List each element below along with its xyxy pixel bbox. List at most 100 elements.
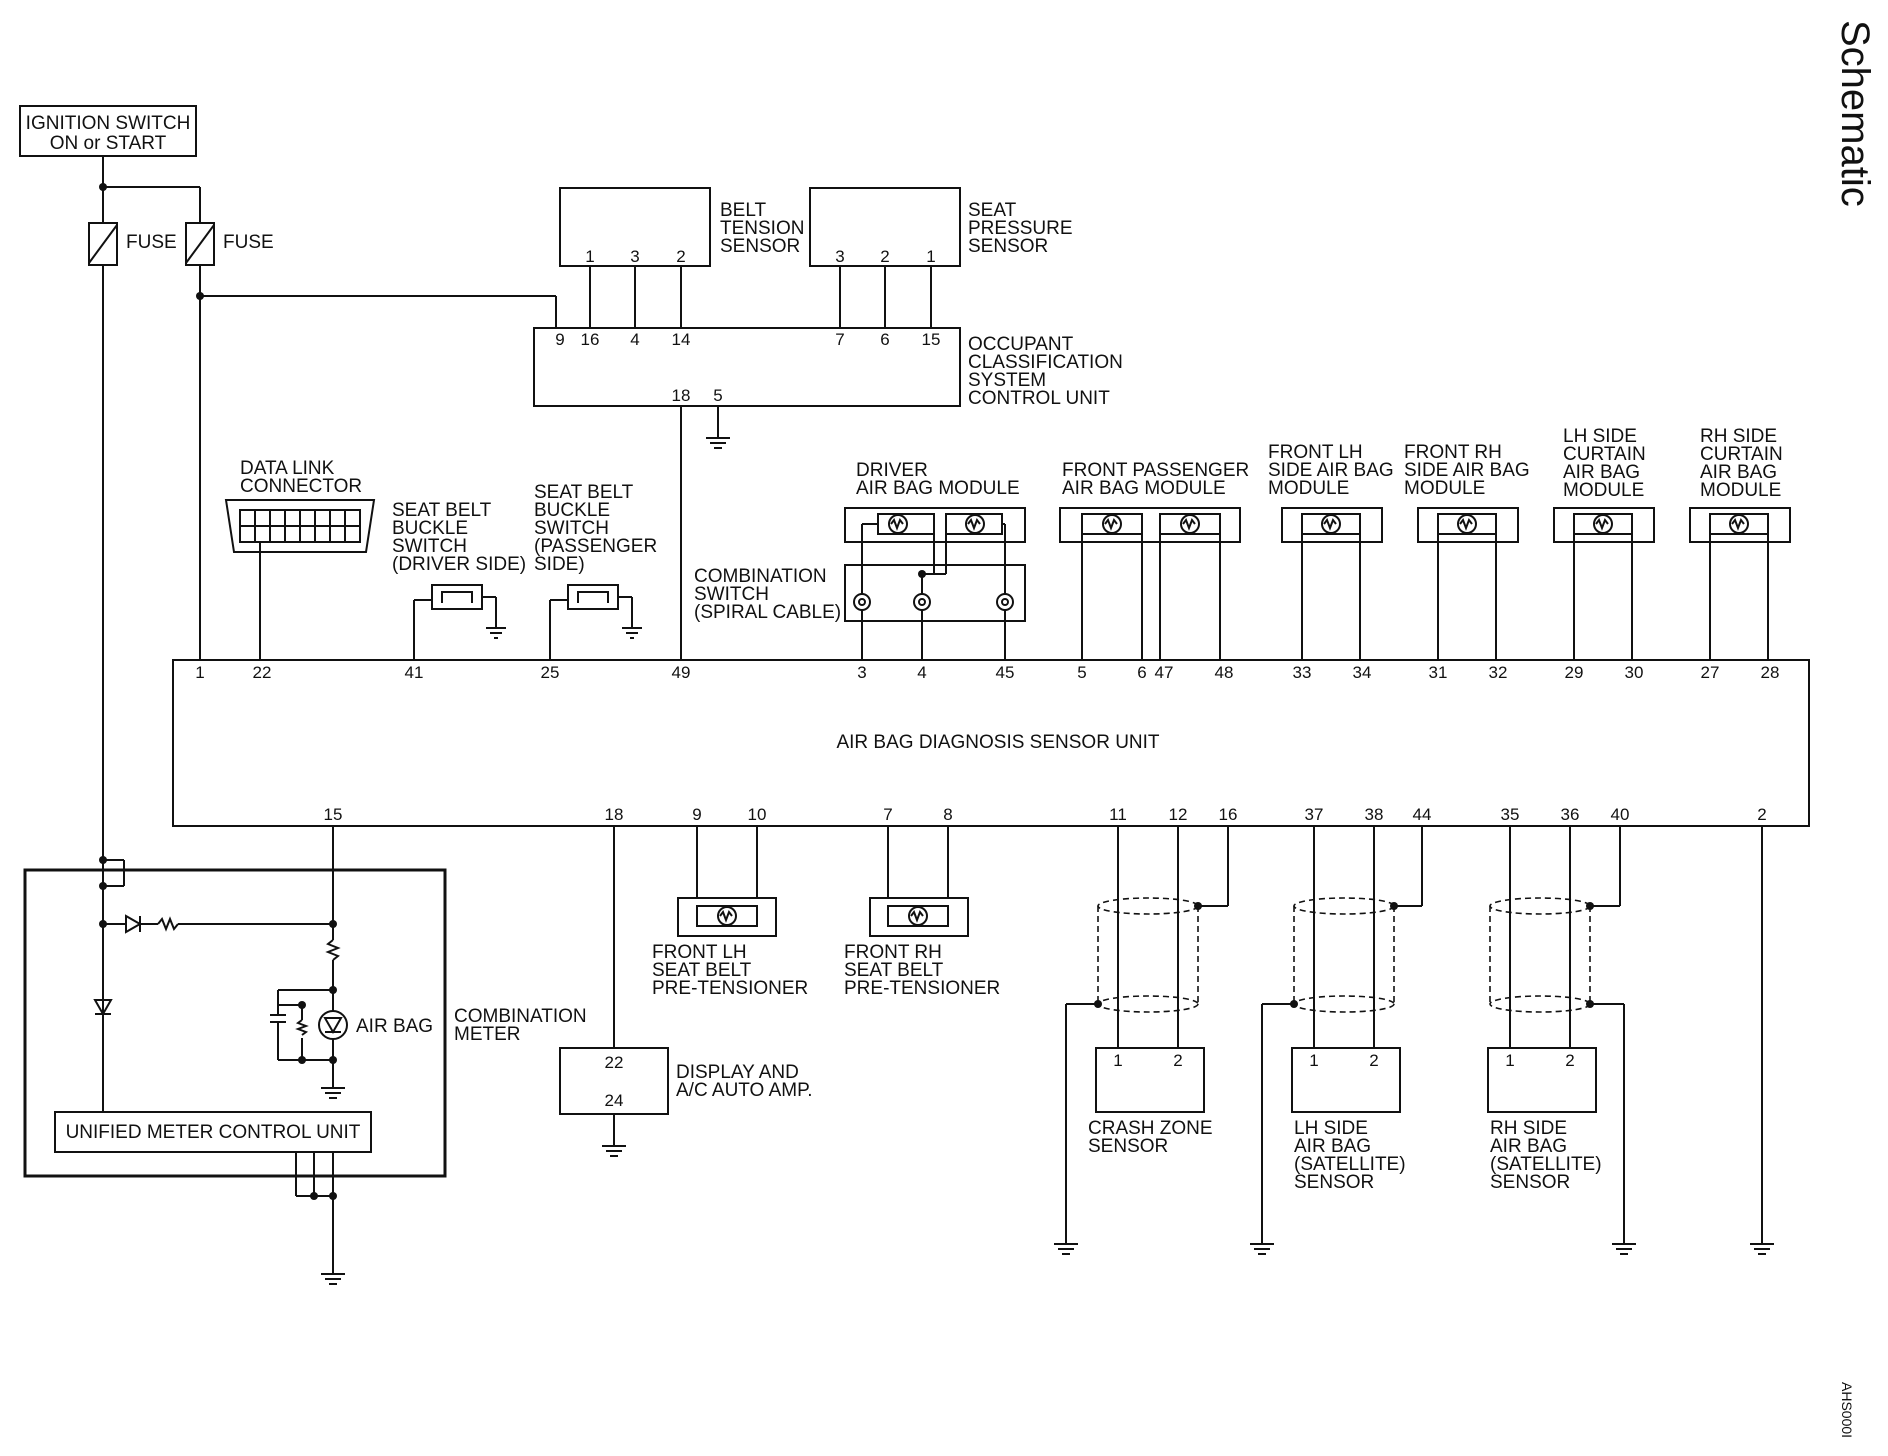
driver-airbag-label-2: AIR BAG MODULE: [856, 478, 1020, 499]
front-lh-pretensioner-label-2: SEAT BELT: [652, 960, 752, 981]
lh-curtain-label-2: CURTAIN: [1563, 444, 1646, 465]
page-title: Schematic: [1833, 20, 1877, 207]
buckle-passenger-label-5: SIDE): [534, 554, 585, 575]
ignition-switch-label: IGNITION SWITCH: [26, 113, 191, 134]
ground-symbol: [321, 1273, 345, 1285]
pin-number: 22: [253, 663, 272, 682]
pin-number: 16: [581, 330, 600, 349]
pin-number: 1: [1309, 1051, 1318, 1070]
front-rh-side-airbag-module: FRONT RH SIDE AIR BAG MODULE: [1404, 442, 1530, 543]
rh-satellite-label-2: AIR BAG: [1490, 1136, 1567, 1157]
pin-number: 2: [1369, 1051, 1378, 1070]
crash-zone-label-1: CRASH ZONE: [1088, 1118, 1213, 1139]
crash-zone-sensor: 1 2 CRASH ZONE SENSOR: [1088, 1047, 1213, 1157]
pin-number: 15: [922, 330, 941, 349]
pin-number: 9: [555, 330, 564, 349]
fuse-1: FUSE: [88, 222, 177, 266]
pin-number: 3: [630, 247, 639, 266]
seat-pressure-label-1: SEAT: [968, 200, 1017, 221]
buckle-passenger-label-2: BUCKLE: [534, 500, 610, 521]
lh-satellite-label-2: AIR BAG: [1294, 1136, 1371, 1157]
pin-number: 18: [672, 386, 691, 405]
pin-number: 10: [748, 805, 767, 824]
front-lh-side-airbag-module: FRONT LH SIDE AIR BAG MODULE: [1268, 442, 1394, 543]
ground-symbol: [1054, 1243, 1078, 1255]
rh-satellite-label-1: RH SIDE: [1490, 1118, 1567, 1139]
pin-number: 8: [943, 805, 952, 824]
pin-number: 31: [1429, 663, 1448, 682]
rh-curtain-label-2: CURTAIN: [1700, 444, 1783, 465]
data-link-connector: DATA LINK CONNECTOR: [224, 458, 376, 553]
pin-number: 33: [1293, 663, 1312, 682]
lh-satellite-sensor: 1 2 LH SIDE AIR BAG (SATELLITE) SENSOR: [1291, 1047, 1406, 1193]
drawing-id: AHS000I: [1839, 1382, 1855, 1438]
combination-switch-spiral-cable: COMBINATION SWITCH (SPIRAL CABLE): [694, 564, 1026, 623]
belt-tension-label-1: BELT: [720, 200, 767, 221]
display-amp-label-2: A/C AUTO AMP.: [676, 1080, 813, 1101]
buckle-driver-label-2: BUCKLE: [392, 518, 468, 539]
crash-zone-shielded-cable: [1097, 897, 1199, 1013]
pin-number: 3: [857, 663, 866, 682]
belt-tension-label-3: SENSOR: [720, 236, 800, 257]
display-amp-label-1: DISPLAY AND: [676, 1062, 799, 1083]
buckle-switch-passenger: SEAT BELT BUCKLE SWITCH (PASSENGER SIDE): [534, 482, 657, 660]
pin-number: 7: [835, 330, 844, 349]
buckle-passenger-label-3: SWITCH: [534, 518, 609, 539]
ground-symbol: [1750, 1243, 1774, 1255]
pin-number: 37: [1305, 805, 1324, 824]
front-rh-side-label-3: MODULE: [1404, 478, 1485, 499]
pin-number: 45: [996, 663, 1015, 682]
crash-zone-label-2: SENSOR: [1088, 1136, 1168, 1157]
display-ac-auto-amp: 22 24 DISPLAY AND A/C AUTO AMP.: [559, 1047, 813, 1115]
pin-number: 1: [1505, 1051, 1514, 1070]
combination-switch-label-3: (SPIRAL CABLE): [694, 602, 841, 623]
lh-curtain-label-3: AIR BAG: [1563, 462, 1640, 483]
occupant-unit-label-3: SYSTEM: [968, 370, 1046, 391]
front-lh-pretensioner: FRONT LH SEAT BELT PRE-TENSIONER: [652, 897, 808, 999]
ignition-switch: IGNITION SWITCH ON or START: [19, 105, 197, 157]
combination-meter-label-1: COMBINATION: [454, 1006, 587, 1027]
pin-number: 1: [585, 247, 594, 266]
pin-number: 18: [605, 805, 624, 824]
driver-airbag-label-1: DRIVER: [856, 460, 928, 481]
pin-number: 2: [676, 247, 685, 266]
pin-number: 14: [672, 330, 691, 349]
pin-number: 1: [195, 663, 204, 682]
belt-tension-label-2: TENSION: [720, 218, 804, 239]
front-rh-pretensioner-label-1: FRONT RH: [844, 942, 942, 963]
front-rh-pretensioner-label-3: PRE-TENSIONER: [844, 978, 1000, 999]
pin-number: 22: [605, 1053, 624, 1072]
unified-meter-control-unit: UNIFIED METER CONTROL UNIT: [66, 1122, 361, 1143]
buckle-switch-driver: SEAT BELT BUCKLE SWITCH (DRIVER SIDE): [392, 500, 526, 660]
diag-unit-label: AIR BAG DIAGNOSIS SENSOR UNIT: [836, 732, 1159, 753]
airbag-warning-lamp: AIR BAG: [318, 1010, 433, 1040]
pin-number: 28: [1761, 663, 1780, 682]
seat-pressure-sensor: SEAT PRESSURE SENSOR 3 2 1: [809, 187, 1073, 267]
pin-number: 32: [1489, 663, 1508, 682]
fuse-2-label: FUSE: [223, 232, 274, 253]
pin-number: 2: [880, 247, 889, 266]
pin-number: 24: [605, 1091, 624, 1110]
ignition-switch-state: ON or START: [50, 133, 167, 154]
airbag-diagnosis-sensor-unit: AIR BAG DIAGNOSIS SENSOR UNIT 1 22 41 25…: [172, 659, 1810, 827]
front-lh-side-label-3: MODULE: [1268, 478, 1349, 499]
front-rh-side-label-1: FRONT RH: [1404, 442, 1502, 463]
buckle-driver-label-3: SWITCH: [392, 536, 467, 557]
belt-tension-sensor: BELT TENSION SENSOR 1 3 2: [559, 187, 804, 267]
pin-number: 49: [672, 663, 691, 682]
ground-symbol: [602, 1145, 626, 1157]
pin-number: 2: [1565, 1051, 1574, 1070]
occupant-unit-label-4: CONTROL UNIT: [968, 388, 1110, 409]
pin-number: 27: [1701, 663, 1720, 682]
rh-satellite-shielded-cable: [1489, 897, 1591, 1013]
occupant-unit-label-1: OCCUPANT: [968, 334, 1074, 355]
fuse-1-label: FUSE: [126, 232, 177, 253]
pin-number: 47: [1155, 663, 1174, 682]
combination-switch-label-2: SWITCH: [694, 584, 769, 605]
pin-number: 16: [1219, 805, 1238, 824]
ground-symbol: [1612, 1243, 1636, 1255]
pin-number: 5: [1077, 663, 1086, 682]
ground-symbol: [1250, 1243, 1274, 1255]
pin-number: 9: [692, 805, 701, 824]
lh-satellite-label-1: LH SIDE: [1294, 1118, 1368, 1139]
